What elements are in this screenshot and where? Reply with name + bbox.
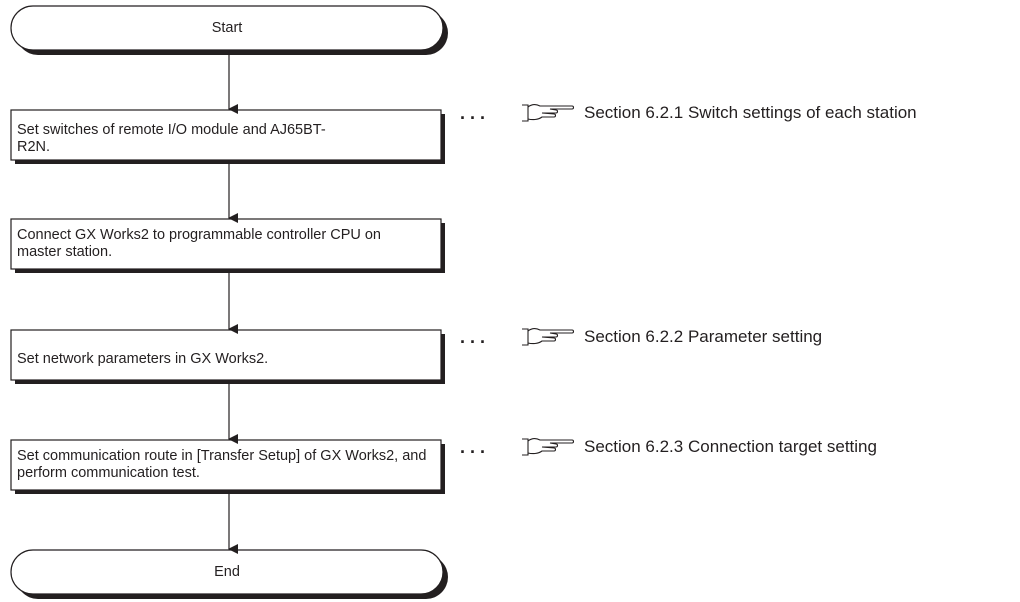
end-terminal: End: [11, 550, 443, 594]
pointing-hand-icon: [522, 328, 575, 346]
start-terminal-shape: [10, 5, 448, 55]
reference-link-switch-settings[interactable]: Section 6.2.1 Switch settings of each st…: [584, 103, 917, 122]
end-label: End: [214, 563, 240, 580]
process-step-1-text: Set switches of remote I/O module and AJ…: [17, 122, 326, 155]
start-terminal: Start: [11, 6, 443, 50]
reference-link-connection-target[interactable]: Section 6.2.3 Connection target setting: [584, 437, 877, 456]
reference-dots: . . .: [460, 436, 486, 457]
pointing-hand-icon: [522, 104, 575, 122]
process-step-4-text: Set communication route in [Transfer Set…: [17, 448, 427, 481]
process-box-4-shape: [10, 439, 445, 494]
pointing-hand-icon: [522, 438, 575, 456]
process-step-3-text: Set network parameters in GX Works2.: [17, 350, 269, 367]
process-step-2-text: Connect GX Works2 to programmable contro…: [17, 227, 381, 260]
reference-link-parameter-setting[interactable]: Section 6.2.2 Parameter setting: [584, 327, 823, 346]
process-box-3-shape: [10, 329, 445, 384]
process-step-4: Set communication route in [Transfer Set…: [11, 440, 441, 490]
process-box-2-shape: [10, 218, 445, 273]
process-step-3: Set network parameters in GX Works2.: [11, 330, 441, 380]
process-step-1: Set switches of remote I/O module and AJ…: [11, 110, 441, 160]
reference-dots: . . .: [460, 326, 486, 347]
end-terminal-shape: [10, 549, 448, 599]
process-box-1-shape: [10, 109, 445, 164]
reference-step-3: . . . Section 6.2.2 Parameter setting: [460, 326, 822, 348]
reference-step-4: . . . Section 6.2.3 Connection target se…: [460, 436, 877, 458]
reference-dots: . . .: [460, 102, 486, 123]
reference-step-1: . . . Section 6.2.1 Switch settings of e…: [460, 102, 917, 124]
start-label: Start: [211, 19, 243, 36]
process-step-2: Connect GX Works2 to programmable contro…: [11, 219, 441, 269]
